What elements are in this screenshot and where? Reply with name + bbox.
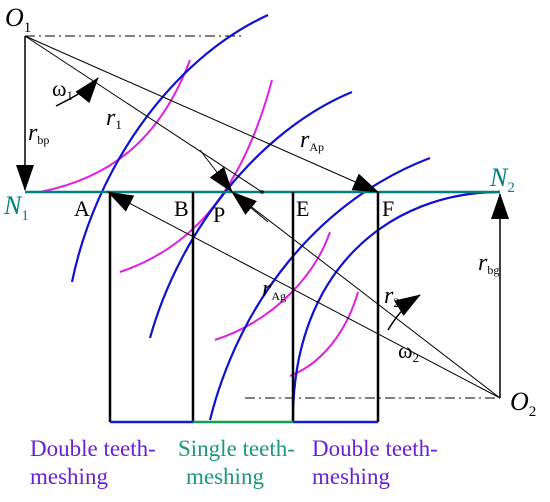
involute-magenta-4 bbox=[289, 291, 359, 377]
point-e-label: E bbox=[296, 196, 309, 221]
single-meshing-label-line1: Single teeth- bbox=[178, 436, 295, 461]
o1-label: O1 bbox=[5, 3, 31, 36]
double-meshing-label-2-line2: meshing bbox=[312, 464, 390, 489]
involute-blue-4 bbox=[291, 190, 501, 423]
rAg-label: rAg bbox=[262, 276, 286, 303]
involute-magenta-2 bbox=[119, 79, 273, 273]
n2-label: N2 bbox=[489, 163, 515, 196]
r2-label: r2 bbox=[384, 283, 400, 310]
omega2-rotation-arrow bbox=[387, 294, 421, 331]
omega1-rotation-arrow bbox=[55, 77, 99, 107]
r2-arrow bbox=[231, 191, 269, 223]
n1-label: N1 bbox=[3, 191, 29, 224]
involute-magenta-1 bbox=[39, 59, 191, 193]
double-meshing-label-1-line1: Double teeth- bbox=[30, 436, 156, 461]
involute-blue-3 bbox=[208, 156, 431, 421]
omega1-label: ω1 bbox=[52, 76, 73, 103]
point-a-label: A bbox=[74, 196, 90, 221]
rAg-line bbox=[107, 191, 501, 399]
r2-line bbox=[231, 191, 501, 399]
rAp-line bbox=[24, 35, 379, 193]
r1-arrow bbox=[199, 149, 233, 193]
rAp-label: rAp bbox=[300, 127, 324, 154]
single-meshing-label-line2: meshing bbox=[186, 464, 264, 489]
r1-label: r1 bbox=[106, 105, 122, 132]
rbg-label: rbg bbox=[478, 250, 499, 277]
point-f-label: F bbox=[382, 196, 394, 221]
double-meshing-label-2-line1: Double teeth- bbox=[312, 436, 438, 461]
involute-blue-1 bbox=[70, 14, 269, 283]
point-b-label: B bbox=[174, 196, 189, 221]
rbp-label: rbp bbox=[28, 120, 49, 147]
omega2-label: ω2 bbox=[398, 338, 419, 365]
o2-label: O2 bbox=[510, 387, 536, 420]
involute-magenta-3 bbox=[214, 231, 331, 341]
point-p-label: P bbox=[213, 202, 225, 227]
double-meshing-label-1-line2: meshing bbox=[30, 464, 108, 489]
r1-line bbox=[24, 35, 263, 193]
